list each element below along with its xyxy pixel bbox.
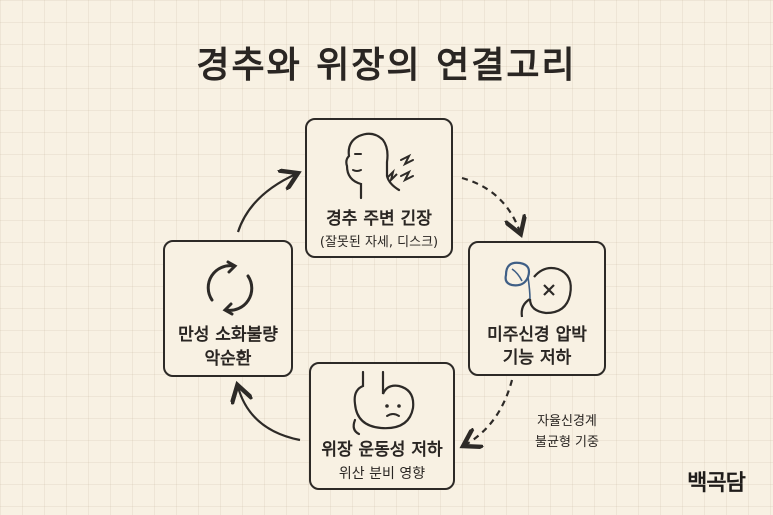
arrow-cycle-to-neck [236,174,296,233]
neck-pain-icon [345,132,414,200]
autonomic-note-line-2: 불균형 기중 [535,435,599,450]
node-chronic-indigestion: 만성 소화불량 악순환 [163,240,293,377]
arrow-vagus-to-stomach [465,379,514,445]
vagus-label-2: 기능 저하 [502,348,572,368]
stomach-label-1: 위장 운동성 저하 [321,440,443,460]
arrow-stomach-to-cycle [238,387,301,442]
upset-stomach-icon [352,370,415,436]
neck-tension-sub: (잘못된 자세, 디스크) [319,235,439,250]
autonomic-note-line-1: 자율신경계 [537,414,597,429]
cycle-label-2: 악순환 [204,349,252,369]
neck-tension-label: 경추 주변 긴장 [326,209,432,229]
cycle-label-1: 만성 소화불량 [178,325,278,345]
page-title: 경추와 위장의 연결고리 [196,45,577,86]
stomach-label-2: 위산 분비 영향 [338,466,426,482]
cycle-arrows-icon [206,260,254,316]
node-neck-tension: 경추 주변 긴장 (잘못된 자세, 디스크) [305,118,453,258]
brand-logo: 백곡담 [687,471,746,496]
node-vagus-compression: 미주신경 압박 기능 저하 [468,241,606,376]
arrow-neck-to-vagus [461,176,520,232]
stomach-nerve-icon [504,261,572,318]
vagus-label-1: 미주신경 압박 [487,325,587,345]
node-stomach-motility: 위장 운동성 저하 위산 분비 영향 [309,362,455,490]
autonomic-note: 자율신경계 불균형 기중 [521,411,613,453]
